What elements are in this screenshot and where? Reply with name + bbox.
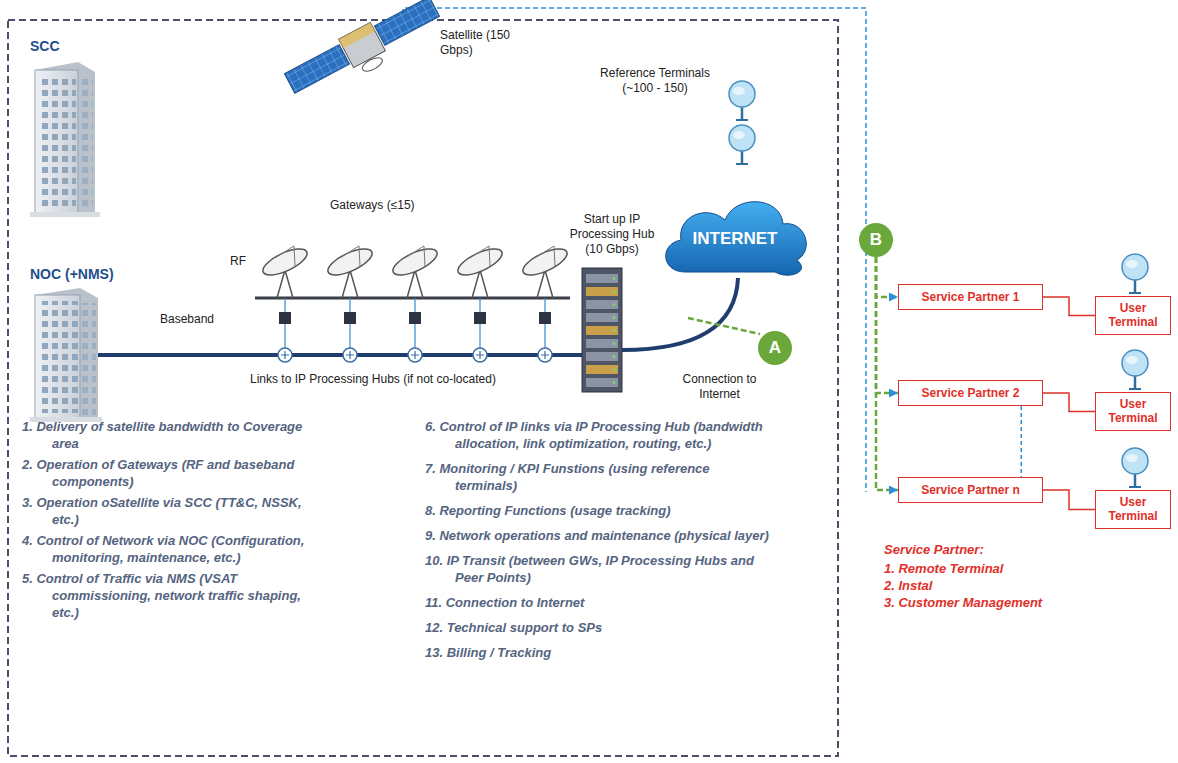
node-text: Service Partner 1 [909, 290, 1032, 304]
backbone-link [98, 353, 582, 357]
terminal-box: User Terminal [1095, 490, 1171, 529]
part-label: Satellite (150 Gbps) [440, 28, 520, 58]
reference-terminal [729, 125, 755, 164]
internet-link [622, 278, 738, 350]
part-label: SCC [30, 38, 60, 56]
satellite-link [403, 8, 866, 492]
part-label: Baseband [160, 312, 214, 327]
connector-line [1021, 406, 1023, 477]
part-label: Connection to Internet [672, 372, 767, 402]
list-item: 3. Operation oSatellite via SCC (TT&C, N… [22, 494, 322, 528]
partner-note: 3. Customer Management [884, 595, 1042, 611]
partner-note: 1. Remote Terminal [884, 561, 1003, 577]
list-item: 7. Monitoring / KPI Funstions (using ref… [425, 460, 770, 494]
connector-line [1043, 490, 1095, 509]
routers [278, 348, 552, 362]
node-text: B [870, 230, 882, 250]
terminal-box: User Terminal [1095, 392, 1171, 431]
list-item: 13. Billing / Tracking [425, 644, 770, 661]
list-item: 5. Control of Traffic via NMS (VSAT comm… [22, 570, 322, 621]
list-item: 11. Connection to Internet [425, 594, 770, 611]
partner-box: Service Partner 2 [898, 380, 1043, 406]
user-terminal-dish [1122, 254, 1148, 293]
user-terminal-dish [1122, 448, 1148, 487]
callout-circle: B [859, 223, 893, 257]
satellite-icon [282, 0, 447, 107]
node-text: INTERNET [693, 219, 778, 249]
user-terminal-dishes [1122, 254, 1148, 487]
part-label: NOC (+NMS) [30, 266, 114, 284]
scc-building [30, 62, 100, 217]
ip-hub-server [582, 268, 622, 392]
list-item: 1. Delivery of satellite bandwidth to Co… [22, 418, 322, 452]
node-text: Service Partner 2 [909, 386, 1032, 400]
partner-box: Service Partner 1 [898, 284, 1043, 310]
terminal-box: User Terminal [1095, 296, 1171, 335]
node-text: User Terminal [1100, 301, 1166, 330]
reference-terminal [729, 81, 755, 120]
part-label: Gateways (≤15) [330, 198, 415, 213]
list-item: 8. Reporting Functions (usage tracking) [425, 502, 770, 519]
user-terminal-dish [1122, 350, 1148, 389]
node-text: A [769, 338, 781, 358]
partner-note: 2. Instal [884, 578, 932, 594]
list-item: 2. Operation of Gateways (RF and baseban… [22, 456, 322, 490]
connector-line [1043, 393, 1095, 411]
list-item: 6. Control of IP links via IP Processing… [425, 418, 770, 452]
distribution-arrow [876, 257, 898, 393]
connector-line [1043, 297, 1095, 315]
part-label: Links to IP Processing Hubs (if not co-l… [250, 372, 496, 387]
gateway-antennas [255, 244, 571, 348]
connection-leader [688, 318, 760, 334]
distribution-arrow [876, 257, 898, 490]
part-label: RF [230, 254, 246, 269]
internet-cloud: INTERNET [655, 188, 815, 280]
list-item: 12. Technical support to SPs [425, 619, 770, 636]
callout-circle: A [758, 331, 792, 365]
node-text: User Terminal [1100, 397, 1166, 426]
list-item: 4. Control of Network via NOC (Configura… [22, 532, 322, 566]
noc-building [30, 288, 102, 422]
operator-frame [8, 20, 838, 756]
node-text: Service Partner n [909, 483, 1032, 497]
list-item: 9. Network operations and maintenance (p… [425, 527, 770, 544]
partner-note: Service Partner: [884, 542, 984, 558]
part-label: Start up IP Processing Hub (10 Gbps) [566, 212, 658, 257]
list-item: 10. IP Transit (between GWs, IP Processi… [425, 552, 770, 586]
node-text: User Terminal [1100, 495, 1166, 524]
part-label: Reference Terminals (~100 - 150) [585, 66, 725, 96]
distribution-arrow [876, 257, 898, 297]
partner-box: Service Partner n [898, 477, 1043, 503]
